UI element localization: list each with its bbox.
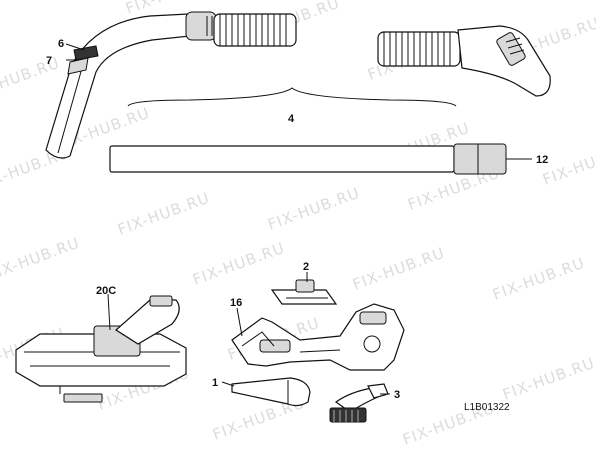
watermark-text: FIX-HUB.RU — [500, 354, 596, 404]
watermark-text: FIX-HUB.RU — [115, 189, 212, 239]
hose-right-corrugation — [377, 31, 461, 67]
watermark-text: FIX-HUB.RU — [350, 244, 447, 294]
extension-tube-icon — [109, 143, 507, 175]
callout-4: 4 — [288, 113, 295, 125]
callout-16: 16 — [230, 297, 242, 309]
watermark-text: FIX-HUB.RU — [490, 254, 587, 304]
callout-12: 12 — [536, 154, 548, 166]
floor-nozzle-icon — [15, 295, 187, 403]
hose-handle-button-icon — [67, 57, 89, 75]
callout-20c: 20C — [96, 285, 116, 297]
callout-6: 6 — [58, 38, 64, 50]
callout-2: 2 — [303, 261, 309, 273]
callout-7: 7 — [46, 55, 52, 67]
hose-handle-slider-icon — [73, 45, 99, 61]
hose-left-corrugation — [213, 13, 297, 47]
watermark-text: FIX-HUB.RU — [540, 139, 596, 189]
flexible-hose-icon — [127, 13, 551, 107]
dusting-brush-icon — [329, 383, 389, 423]
upholstery-nozzle-icon — [270, 279, 338, 305]
callout-1: 1 — [212, 377, 218, 389]
watermark-text: FIX-HUB.RU — [0, 234, 82, 284]
turbo-brush-icon — [231, 303, 405, 371]
drawing-code: L1B01322 — [464, 402, 510, 413]
crevice-tool-icon — [231, 377, 311, 407]
watermark-text: FIX-HUB.RU — [190, 239, 287, 289]
leader-lines — [65, 43, 532, 395]
hose-handle-icon — [45, 11, 217, 159]
watermark-text: FIX-HUB.RU — [265, 184, 362, 234]
watermark-text: FIX-HUB.RU — [0, 54, 62, 104]
callout-3: 3 — [394, 389, 400, 401]
